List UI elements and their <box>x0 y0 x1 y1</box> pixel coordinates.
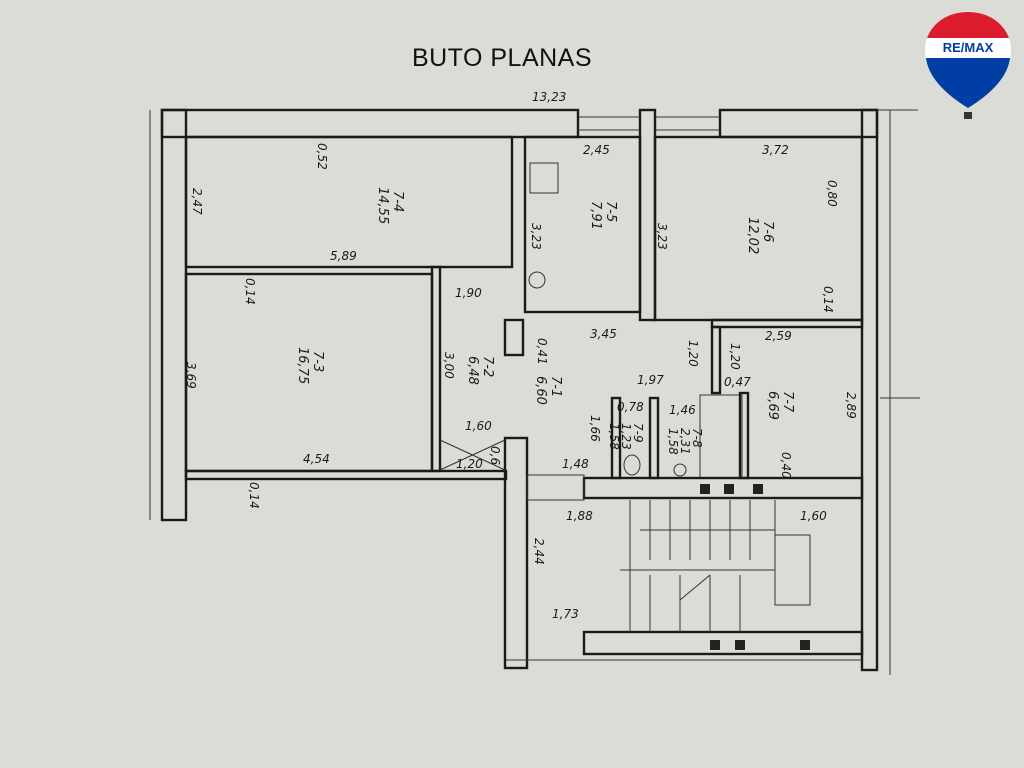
room-id: 7-2 <box>480 356 495 377</box>
room-area: 16,75 <box>295 347 310 384</box>
toilet-icon <box>623 454 641 476</box>
rotated-dimension-labels: 0,52 2,47 3,23 3,23 0,80 0,14 0,14 3,69 … <box>184 143 858 565</box>
dimension-label: 4,54 <box>303 452 330 466</box>
room-id: 7-6 <box>760 221 775 242</box>
staircase <box>620 500 811 632</box>
room-area: 14,55 <box>375 187 390 224</box>
room-id: 7-3 <box>310 351 325 372</box>
overall-width-label: 13,23 <box>532 90 566 104</box>
dimension-label: 3,45 <box>590 327 617 341</box>
dimension-label: 1,97 <box>637 373 664 387</box>
dimension-label: 3,69 <box>184 362 198 389</box>
room-7-6: 7-6 12,02 <box>745 217 775 254</box>
room-id: 7-1 <box>548 376 563 397</box>
stove-icon <box>529 162 559 194</box>
room-area: 1,23 <box>619 423 633 450</box>
dimension-label: 3,00 <box>442 352 456 379</box>
walls <box>149 108 920 675</box>
room-id: 7-9 <box>631 423 645 443</box>
room-id: 7-7 <box>780 391 795 413</box>
dimension-labels: 5,89 2,45 3,72 1,90 4,54 1,60 1,20 3,45 … <box>303 143 827 621</box>
room-7-5: 7-5 7,91 <box>588 201 618 230</box>
remax-logo: RE/MAX <box>925 12 1011 119</box>
dimension-label: 2,59 <box>765 329 792 343</box>
dimension-label: 1,60 <box>465 419 492 433</box>
dimension-label: 1,66 <box>588 415 602 442</box>
room-area: 6,48 <box>465 356 480 385</box>
dimension-label: 1,60 <box>800 509 827 523</box>
sink-icon <box>528 271 546 289</box>
dimension-label: 3,23 <box>529 223 543 250</box>
dimension-label: 0,47 <box>724 375 751 389</box>
room-7-4: 7-4 14,55 <box>375 187 405 224</box>
dimension-label: 2,89 <box>844 392 858 419</box>
room-7-8: 7-8 2,31 1,58 <box>666 428 704 455</box>
dimension-label: 1,20 <box>686 340 700 367</box>
room-7-3: 7-3 16,75 <box>295 347 325 384</box>
dimension-label: 0,52 <box>315 143 329 170</box>
dimension-label: 0,14 <box>243 278 257 305</box>
room-id: 7-8 <box>690 428 704 448</box>
dimension-label: 3,23 <box>655 223 669 250</box>
dimension-label: 0,14 <box>247 482 261 509</box>
dimension-label: 0,41 <box>535 338 549 365</box>
room-id: 7-4 <box>390 191 405 212</box>
dimension-label: 1,58 <box>607 423 621 450</box>
room-id: 7-5 <box>603 201 618 222</box>
page-title: BUTO PLANAS <box>411 44 593 72</box>
dimension-label: 0,78 <box>617 400 644 414</box>
room-area: 12,02 <box>745 217 760 254</box>
room-area: 6,69 <box>765 391 780 420</box>
dimension-label: 2,45 <box>583 143 610 157</box>
room-area: 7,91 <box>588 201 603 230</box>
dimension-label: 1,90 <box>455 286 482 300</box>
washbasin-icon <box>673 463 687 477</box>
dimension-label: 1,73 <box>552 607 579 621</box>
dimension-label: 1,58 <box>666 428 680 455</box>
dimension-label: 1,20 <box>456 457 483 471</box>
room-area: 2,31 <box>678 428 692 455</box>
dimension-label: 0,80 <box>825 180 839 207</box>
dimension-label: 0,14 <box>821 286 835 313</box>
dimension-label: 1,88 <box>566 509 593 523</box>
room-7-2: 7-2 6,48 <box>465 356 495 385</box>
dimension-label: 5,89 <box>330 249 357 263</box>
dimension-label: 2,44 <box>532 538 546 565</box>
dimension-label: 1,46 <box>669 403 696 417</box>
dimension-label: 2,47 <box>190 188 204 215</box>
dimension-label: 0,6 <box>488 446 502 465</box>
room-7-9: 7-9 1,23 1,58 <box>607 423 645 450</box>
dimension-label: 3,72 <box>762 143 789 157</box>
room-7-7: 7-7 6,69 <box>765 391 795 420</box>
dimension-label: 1,48 <box>562 457 589 471</box>
dimension-label: 0,40 <box>779 452 793 479</box>
room-area: 6,60 <box>533 376 548 405</box>
logo-text: RE/MAX <box>943 40 994 55</box>
dimension-label: 1,20 <box>728 343 742 370</box>
room-7-1: 7-1 6,60 <box>533 376 563 405</box>
